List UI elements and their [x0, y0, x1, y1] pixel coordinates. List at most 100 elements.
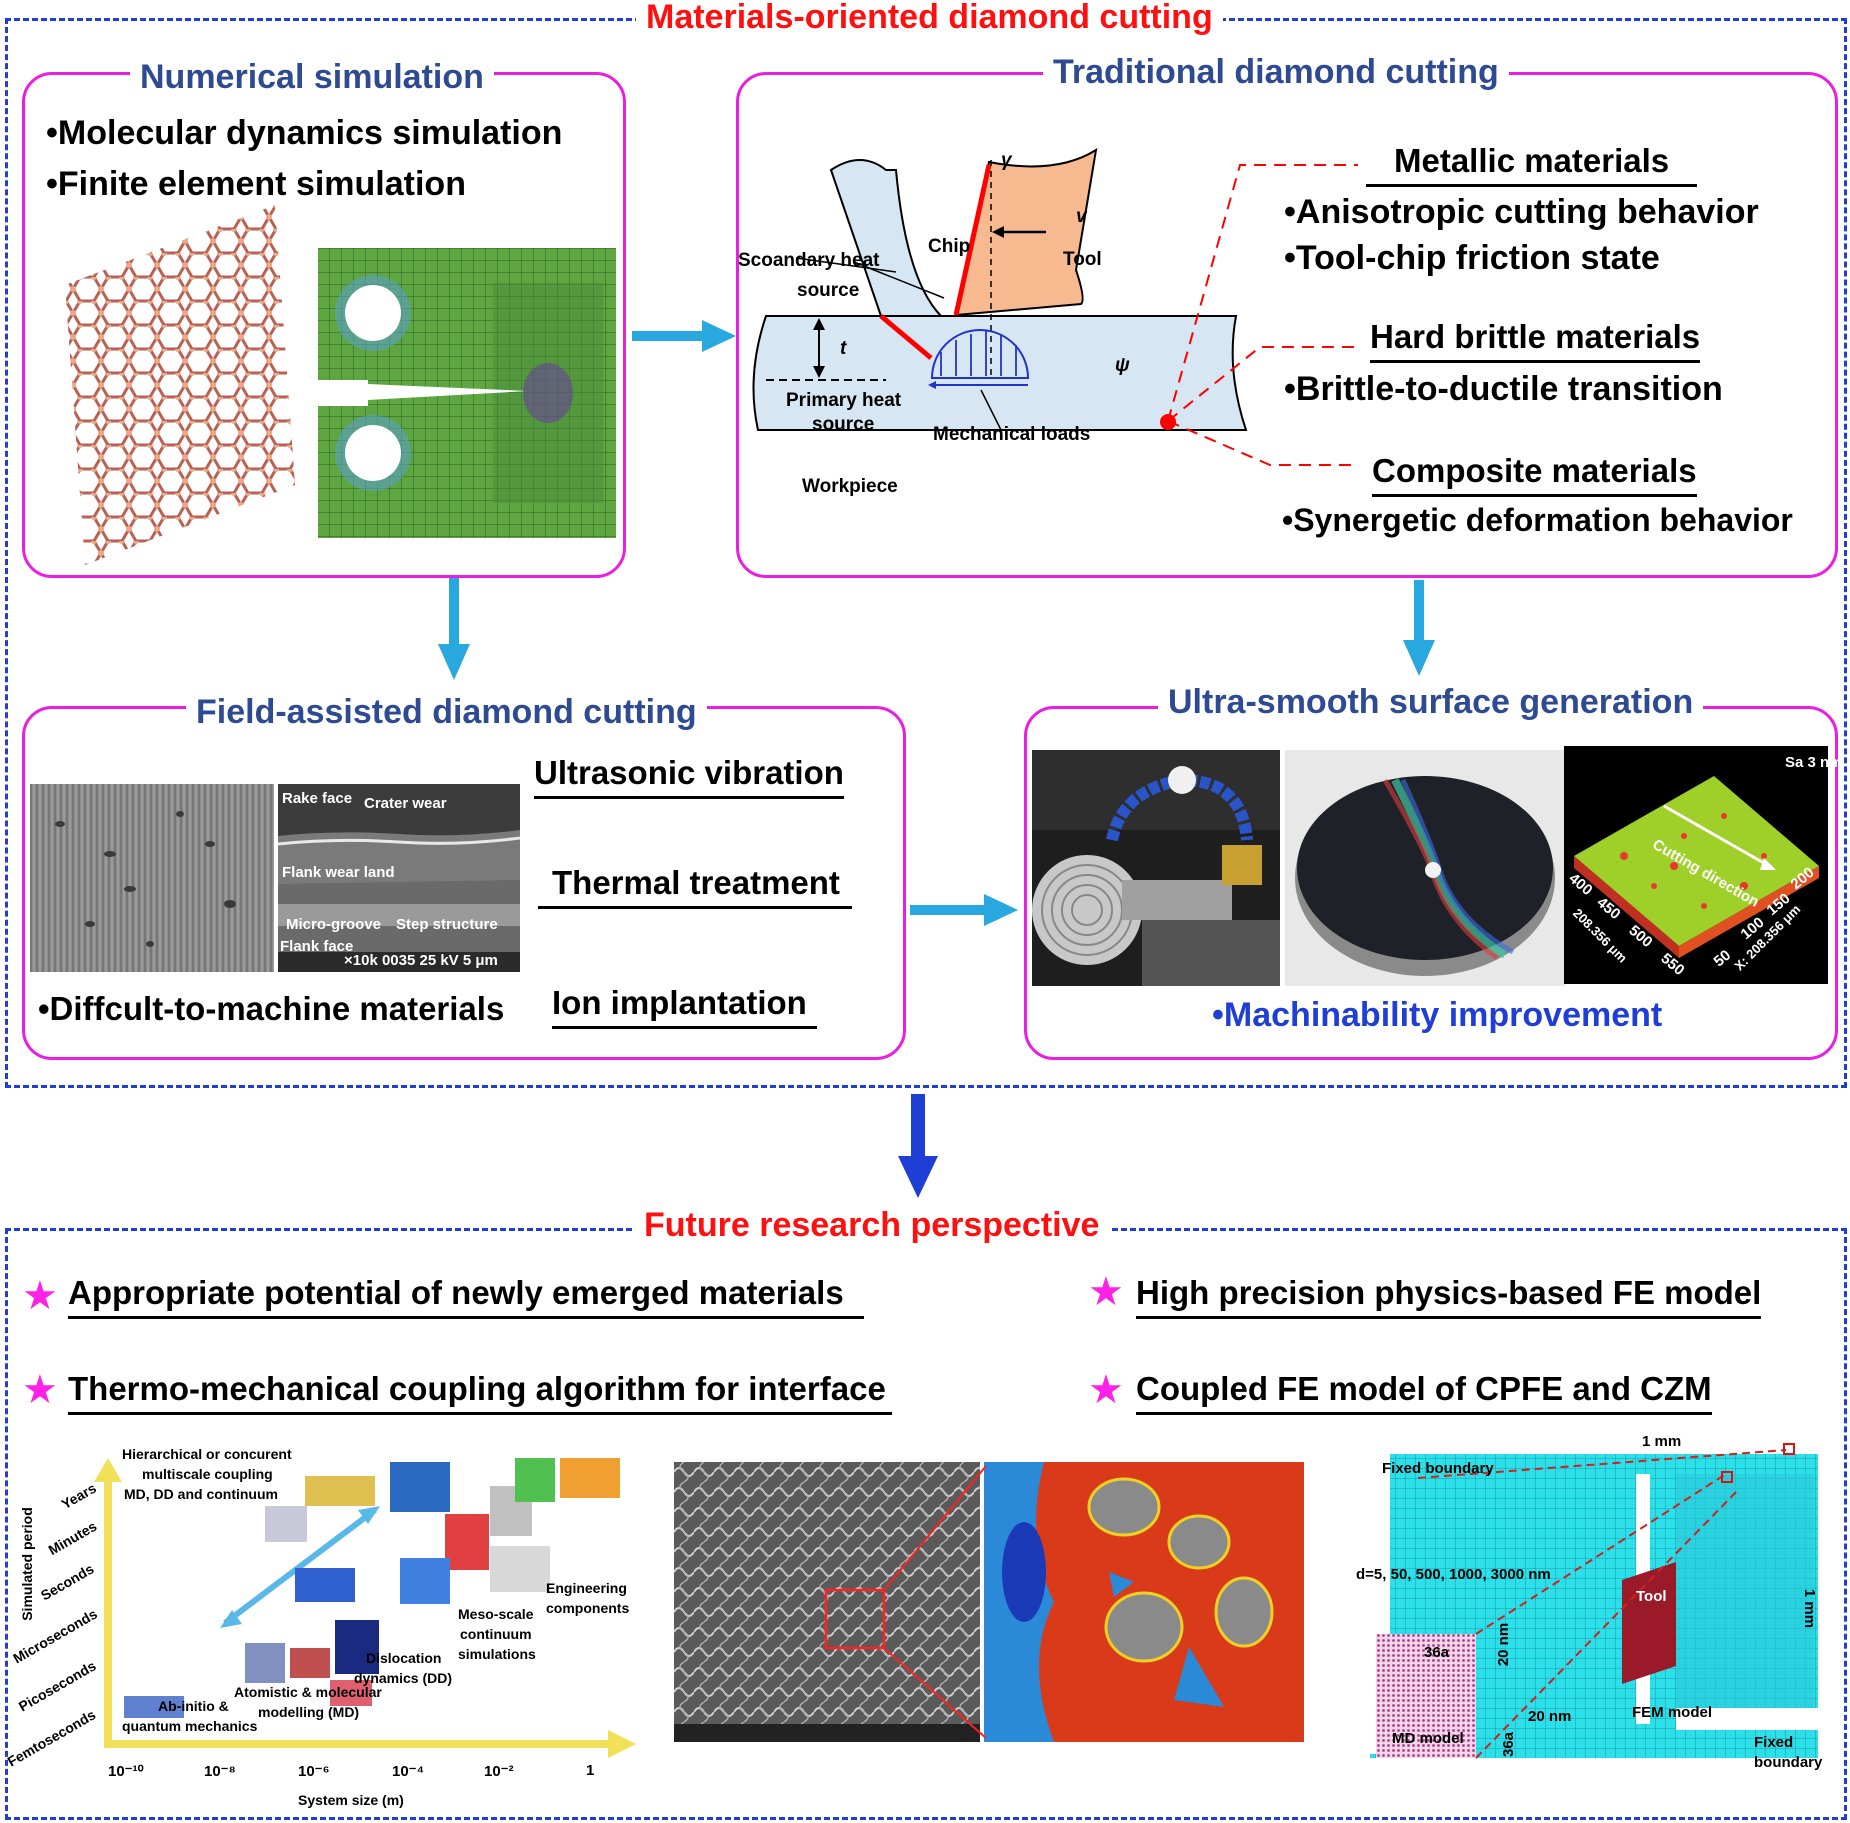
cutting-diagram: [752, 147, 1248, 431]
arrow-numerical-to-traditional: [632, 320, 736, 352]
diagram-workpiece-label: Workpiece: [802, 476, 898, 497]
ms-xtick-0: 10⁻¹⁰: [108, 1763, 144, 1780]
ms-ab-2: quantum mechanics: [122, 1718, 258, 1734]
ultra-smooth-title: Ultra-smooth surface generation: [1158, 683, 1704, 722]
diagram-mech-loads-label: Mechanical loads: [933, 424, 1091, 445]
topo-sa-label: Sa 3 nm: [1785, 754, 1843, 771]
cpfe-d-values: d=5, 50, 500, 1000, 3000 nm: [1356, 1566, 1551, 1583]
sem-flank-face: Flank face: [280, 938, 354, 955]
traditional-cutting-title: Traditional diamond cutting: [1043, 53, 1509, 92]
ms-md-2: modelling (MD): [258, 1704, 360, 1720]
multiscale-diagram-axes: [94, 1458, 636, 1758]
metallic-item-anisotropic: •Anisotropic cutting behavior: [1284, 193, 1759, 231]
cpfe-fixed-bottom-1: Fixed: [1754, 1734, 1794, 1751]
composite-title: Composite materials: [1372, 452, 1697, 497]
cpfe-20nm-horizontal: 20 nm: [1528, 1708, 1572, 1725]
ms-xtick-2: 10⁻⁶: [298, 1763, 330, 1780]
diagram-chip-label: Chip: [928, 236, 971, 257]
cpfe-20nm-vertical: 20 nm: [1495, 1622, 1513, 1667]
star-icon: ★: [22, 1274, 58, 1318]
diagram-primary-heat-label-2: source: [812, 414, 875, 435]
method-ion: Ion implantation: [552, 984, 817, 1029]
porous-sem-image: [674, 1462, 980, 1742]
sem-scale-bar: ×10k 0035 25 kV 5 μm: [344, 952, 498, 969]
porous-fe-model-image: [984, 1462, 1304, 1742]
ms-ab-1: Ab-initio &: [158, 1698, 229, 1714]
mirror-disk-photo: [1285, 750, 1565, 986]
ms-hier-3: MD, DD and continuum: [124, 1486, 278, 1502]
ms-dd-2: dynamics (DD): [354, 1670, 453, 1686]
sem-surface-image: [30, 784, 274, 972]
diagram-tool-label: Tool: [1063, 249, 1102, 270]
cpfe-tool: Tool: [1636, 1588, 1667, 1605]
diagram-t-label: t: [840, 338, 847, 359]
metallic-materials-title: Metallic materials: [1366, 142, 1698, 187]
cpfe-czm-model-image: [1346, 1438, 1818, 1759]
sem-crater-wear: Crater wear: [364, 795, 447, 812]
sem-flank-wear-land: Flank wear land: [282, 864, 395, 881]
diagram-v-label: v: [1076, 206, 1087, 227]
ms-dd-1: Dislocation: [366, 1650, 442, 1666]
ms-md-1: Atomistic & molecular: [234, 1684, 382, 1700]
finite-element-mesh-image: [318, 248, 616, 538]
arrow-numerical-to-field: [438, 578, 470, 680]
method-ultrasonic: Ultrasonic vibration: [534, 754, 844, 799]
ms-xtick-3: 10⁻⁴: [392, 1763, 425, 1780]
arrow-traditional-to-ultra: [1403, 580, 1435, 676]
ms-hier-1: Hierarchical or concurent: [122, 1446, 292, 1462]
sem-step-structure: Step structure: [396, 916, 498, 933]
method-thermal: Thermal treatment: [538, 864, 852, 909]
field-assisted-title: Field-assisted diamond cutting: [186, 693, 707, 732]
cpfe-fixed-top: Fixed boundary: [1382, 1460, 1494, 1477]
surface-topography-image: [1564, 746, 1828, 984]
future-section-title: Future research perspective: [634, 1206, 1110, 1245]
diagram-secondary-heat-label-1: Scoandary heat: [738, 250, 880, 271]
ms-meso-3: simulations: [458, 1646, 536, 1662]
numerical-bullet-md: •Molecular dynamics simulation: [46, 114, 563, 152]
ms-eng-2: components: [546, 1600, 630, 1616]
diagram-psi-label: ψ: [1115, 355, 1130, 376]
cpfe-right-dim: 1 mm: [1801, 1588, 1819, 1629]
ms-hier-2: multiscale coupling: [142, 1466, 273, 1482]
cpfe-top-dim: 1 mm: [1642, 1433, 1682, 1450]
ms-xtick-4: 10⁻²: [484, 1763, 514, 1780]
cpfe-36a-top: 36a: [1424, 1644, 1450, 1661]
ultra-bullet-machinability: •Machinability improvement: [1212, 996, 1663, 1034]
sem-rake-face: Rake face: [282, 790, 353, 807]
numerical-bullet-fe: •Finite element simulation: [46, 165, 466, 203]
star-icon: ★: [22, 1368, 58, 1412]
diagram-secondary-heat-label-2: source: [797, 280, 860, 301]
future-item-fe-model: High precision physics-based FE model: [1136, 1274, 1762, 1319]
arrow-to-future: [898, 1094, 938, 1198]
material-connectors: [1167, 164, 1358, 466]
future-item-materials: Appropriate potential of newly emerged m…: [68, 1274, 864, 1319]
top-section-title: Materials-oriented diamond cutting: [636, 0, 1223, 37]
sem-tool-wear-image: [278, 784, 520, 972]
cpfe-36a-vertical: 36a: [1500, 1731, 1518, 1758]
ms-ylabel: Simulated period: [18, 1507, 35, 1621]
ms-eng-1: Engineering: [546, 1580, 627, 1596]
ms-meso-2: continuum: [460, 1626, 532, 1642]
sem-micro-groove: Micro-groove: [286, 916, 382, 933]
ms-xtick-1: 10⁻⁸: [204, 1763, 236, 1780]
diagram-primary-heat-label-1: Primary heat: [786, 390, 902, 411]
zoom-connector-lines: [883, 1465, 987, 1739]
cpfe-fem-model: FEM model: [1632, 1704, 1713, 1721]
hard-brittle-title: Hard brittle materials: [1370, 318, 1701, 363]
numerical-simulation-title: Numerical simulation: [130, 58, 494, 97]
ms-meso-1: Meso-scale: [458, 1606, 534, 1622]
star-icon: ★: [1088, 1368, 1124, 1412]
ms-xtick-5: 1: [586, 1762, 595, 1779]
cpfe-md-model: MD model: [1392, 1730, 1464, 1747]
diagram-gamma-label: γ: [1001, 150, 1012, 171]
hard-brittle-item: •Brittle-to-ductile transition: [1284, 370, 1723, 408]
molecular-lattice-image: [65, 205, 295, 565]
metallic-item-friction: •Tool-chip friction state: [1284, 239, 1660, 277]
ms-xlabel: System size (m): [298, 1792, 404, 1808]
field-bullet-materials: •Diffcult-to-machine materials: [38, 990, 505, 1027]
cpfe-fixed-bottom-2: boundary: [1754, 1754, 1823, 1771]
future-item-cpfe: Coupled FE model of CPFE and CZM: [1136, 1370, 1712, 1415]
lathe-photo: [1032, 750, 1280, 986]
star-icon: ★: [1088, 1270, 1124, 1314]
composite-item: •Synergetic deformation behavior: [1282, 502, 1793, 538]
